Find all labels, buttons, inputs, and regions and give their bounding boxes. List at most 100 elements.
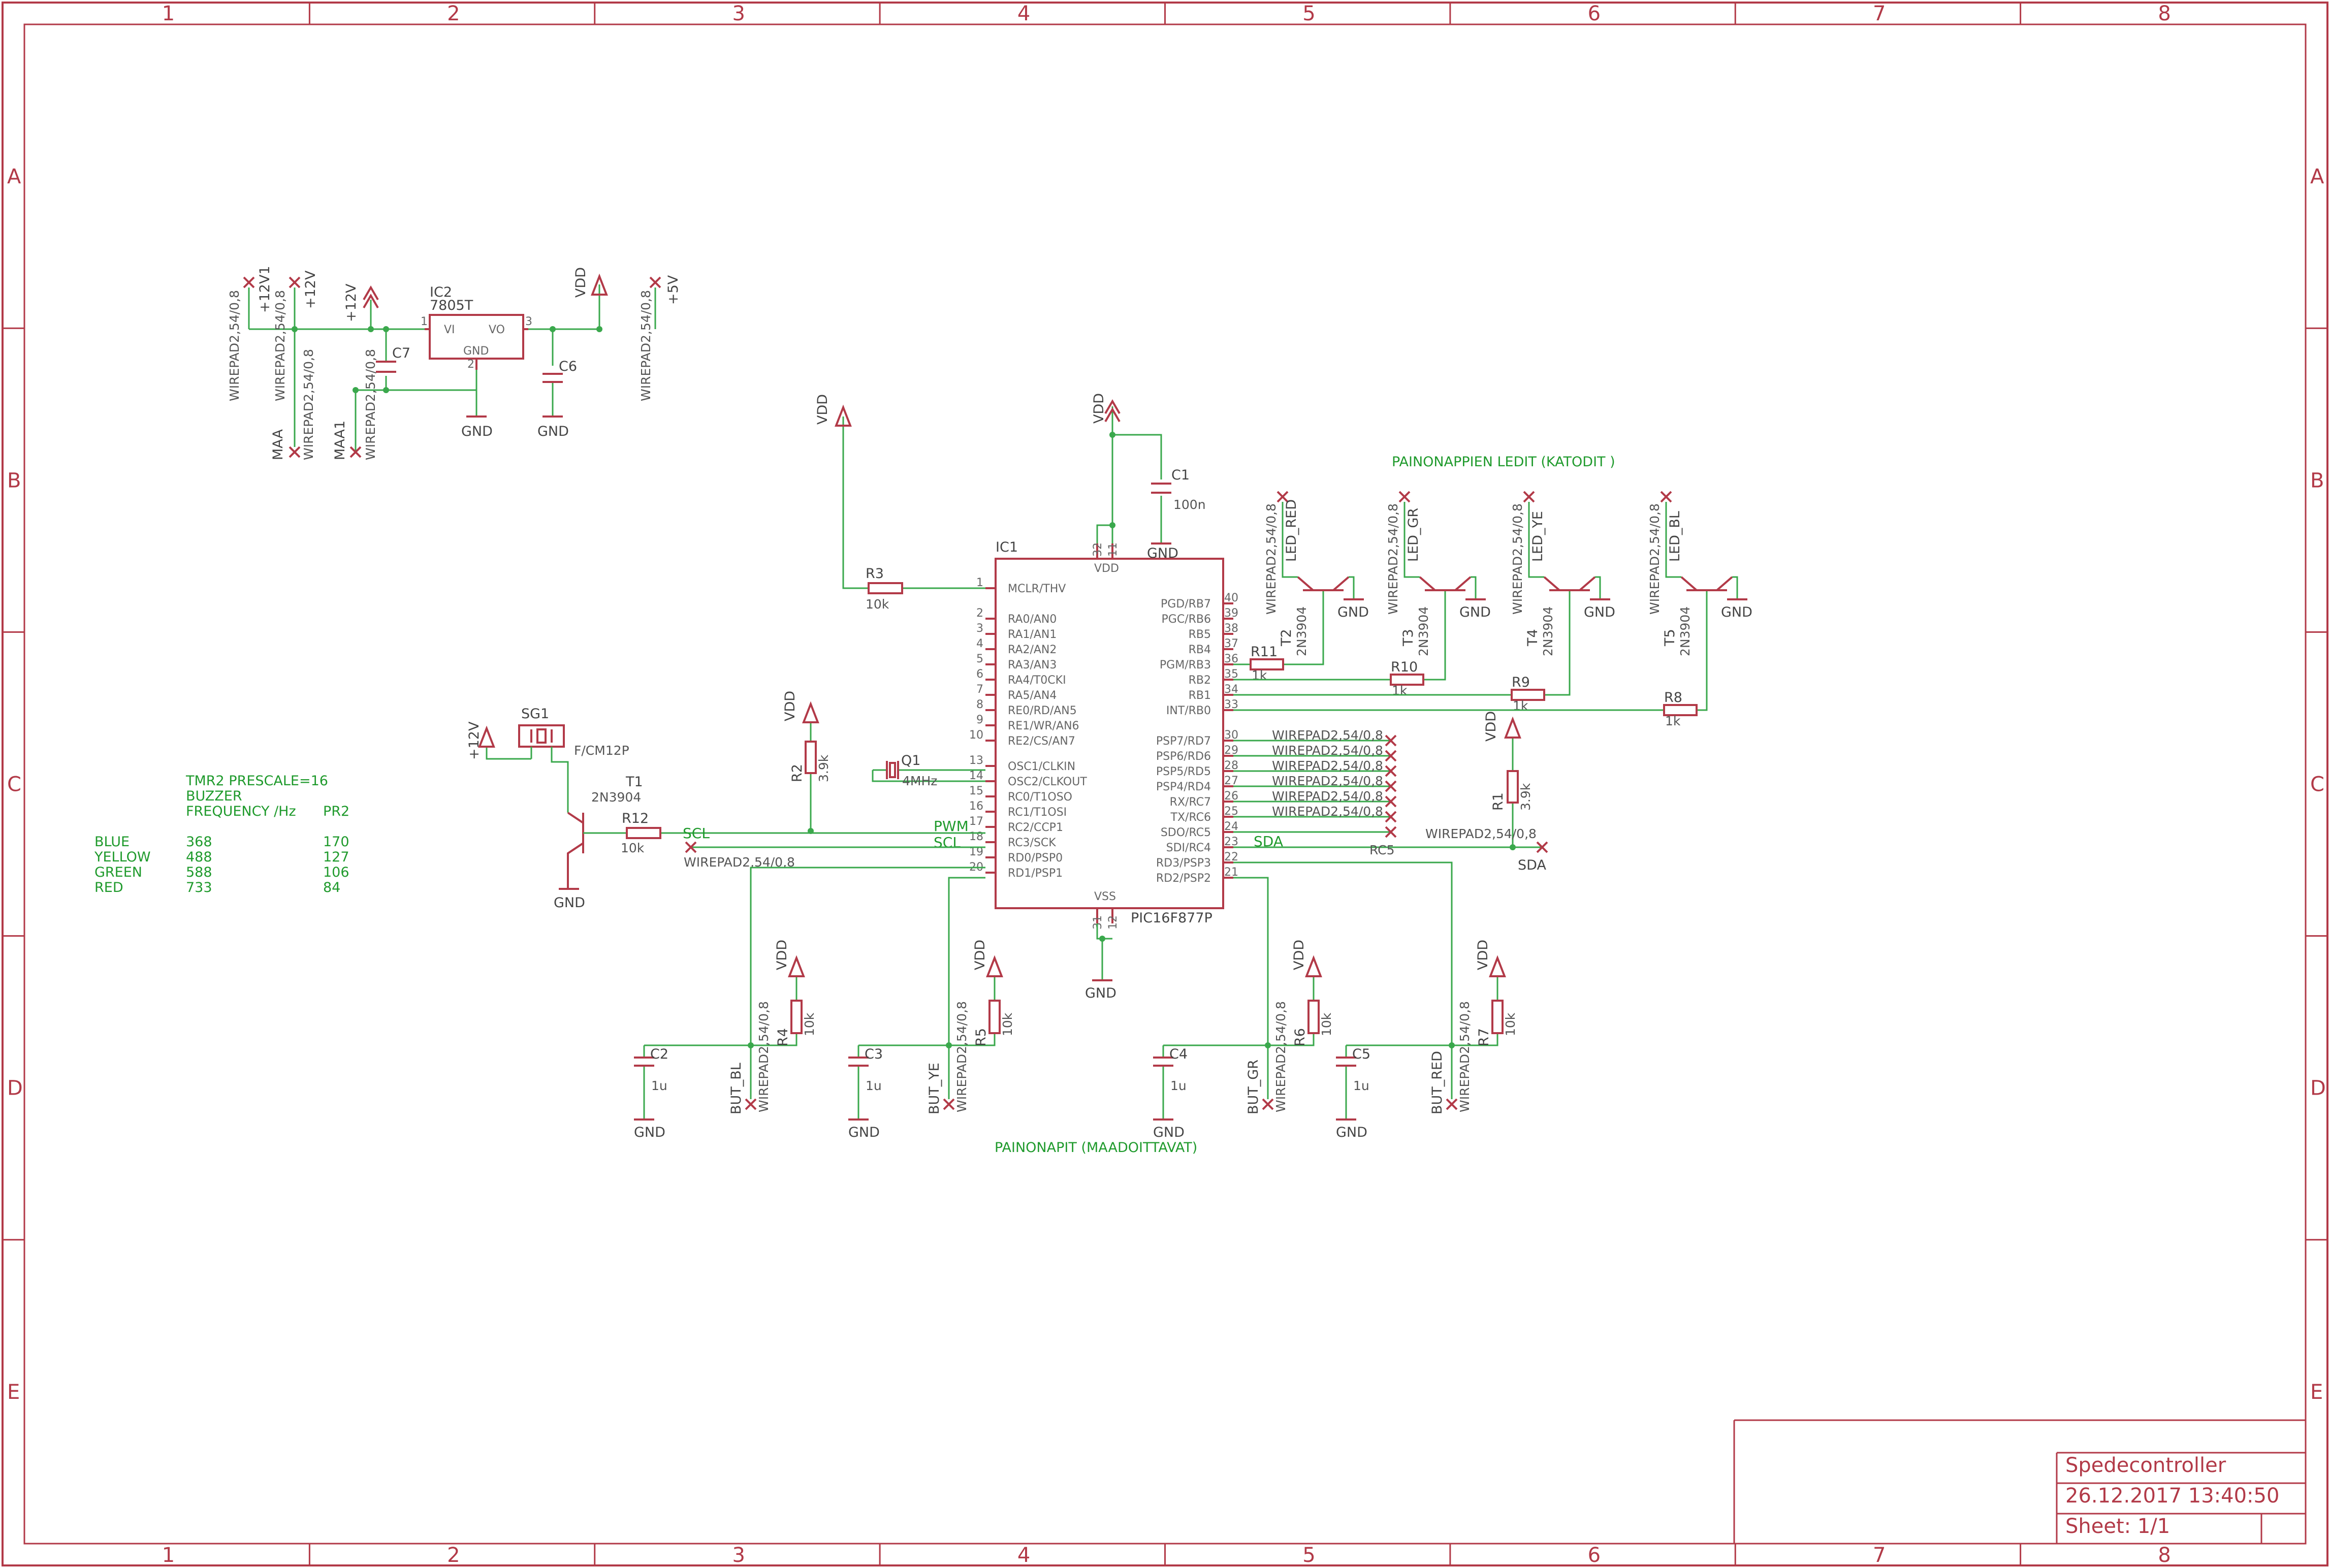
frame-col-top: 1 bbox=[162, 2, 175, 25]
c1-value: 100n bbox=[1173, 497, 1206, 512]
mcu-pin-label: MCLR/THV bbox=[1008, 583, 1066, 595]
button-cap-label: C3 bbox=[865, 1046, 883, 1062]
mcu-pin-label: SDI/RC4 bbox=[1166, 842, 1211, 854]
r12-label: R12 bbox=[622, 811, 649, 826]
frame-col-top: 7 bbox=[1873, 2, 1886, 25]
mcu-pin-label: RA5/AN4 bbox=[1008, 689, 1057, 702]
gnd-led: GND bbox=[1584, 604, 1615, 620]
mcu-pin-label: RE1/WR/AN6 bbox=[1008, 720, 1079, 732]
button-res-value: 10k bbox=[1319, 1012, 1334, 1036]
mcu-pin-label: RE0/RD/AN5 bbox=[1008, 705, 1077, 717]
mcu-pin-label: RC0/T1OSO bbox=[1008, 791, 1072, 804]
r2-value: 3.9k bbox=[816, 754, 831, 782]
button-cap-label: C4 bbox=[1169, 1046, 1188, 1062]
mcu-pin-label: RD0/PSP0 bbox=[1008, 852, 1063, 865]
button-res-label: R4 bbox=[775, 1028, 791, 1046]
mcu-pin-label: RB4 bbox=[1189, 644, 1211, 656]
note-pr2-col: PR2 bbox=[323, 804, 349, 819]
gnd-button: GND bbox=[634, 1125, 665, 1140]
decoupling-c1: VDD C1 100n GND GND bbox=[1085, 393, 1206, 1001]
frame-col-bottom: 8 bbox=[2158, 1544, 2171, 1567]
ic1-vss: VSS bbox=[1094, 890, 1116, 903]
mcu-pin-num: 23 bbox=[1224, 836, 1238, 848]
frame-row-right: E bbox=[2310, 1381, 2323, 1404]
ic2-gnd: GND bbox=[463, 345, 489, 358]
c1-label: C1 bbox=[1171, 467, 1190, 483]
button-res-value: 10k bbox=[802, 1012, 817, 1036]
mclr-pullup-r3: VDD R3 10k bbox=[815, 394, 985, 612]
mcu-pin-num: 1 bbox=[976, 577, 983, 589]
wirepad-button: WIREPAD2,54/0,8 bbox=[1273, 1001, 1288, 1112]
frame-col-bottom: 6 bbox=[1588, 1544, 1601, 1567]
mcu-right-pins: 40PGD/RB739PGC/RB638RB537RB436PGM/RB335R… bbox=[1156, 592, 1238, 885]
led-resistor-value: 1k bbox=[1392, 683, 1408, 698]
mcu-pin-label: RC1/T1OSI bbox=[1008, 806, 1067, 819]
mcu-pin-num: 36 bbox=[1224, 653, 1238, 665]
frame-col-bottom: 7 bbox=[1873, 1544, 1886, 1567]
mcu-pin-num: 5 bbox=[976, 653, 983, 665]
led-header: PAINONAPPIEN LEDIT (KATODIT ) bbox=[1392, 454, 1615, 470]
wirepad-button: WIREPAD2,54/0,8 bbox=[954, 1001, 969, 1112]
note-buzzer: BUZZER bbox=[186, 788, 242, 804]
vdd-button-label: VDD bbox=[1475, 940, 1491, 970]
ic2-name: IC2 bbox=[430, 284, 452, 300]
gnd-led: GND bbox=[1337, 604, 1369, 620]
frame-row-right: B bbox=[2310, 469, 2324, 492]
wirepad-5v: WIREPAD2,54/0,8 bbox=[639, 290, 653, 401]
wirepad-rd: WIREPAD2,54/0,8 bbox=[1272, 789, 1383, 804]
mcu-pin-num: 8 bbox=[976, 698, 983, 711]
mcu-pin-label: SDO/RC5 bbox=[1161, 826, 1211, 839]
r1-value: 3.9k bbox=[1518, 783, 1533, 811]
title-text: Spedecontroller bbox=[2065, 1454, 2226, 1477]
led-transistor-label: T5 bbox=[1662, 629, 1678, 647]
mcu-pin-label: RD2/PSP2 bbox=[1156, 872, 1211, 885]
wirepad-rd: WIREPAD2,54/0,8 bbox=[1272, 728, 1383, 743]
title-block: Spedecontroller 26.12.2017 13:40:50 Shee… bbox=[1733, 1419, 2306, 1544]
sg1-label: SG1 bbox=[521, 706, 549, 722]
buzzer-freq: 488 bbox=[186, 849, 212, 865]
led-net-label: LED_BL bbox=[1667, 511, 1683, 562]
mcu-pin-num: 28 bbox=[1224, 759, 1238, 772]
mcu-pin-num: 39 bbox=[1224, 607, 1238, 620]
mcu-pin-label: PSP7/RD7 bbox=[1156, 735, 1211, 748]
mcu-pin-label: RA4/T0CKI bbox=[1008, 674, 1066, 687]
buzzer-freq: 368 bbox=[186, 834, 212, 850]
mcu-pin-label: PSP4/RD4 bbox=[1156, 781, 1211, 793]
mcu-pin-num: 3 bbox=[976, 622, 983, 635]
c6-label: C6 bbox=[559, 359, 577, 374]
button-res-value: 10k bbox=[1503, 1012, 1518, 1036]
vdd-button-label: VDD bbox=[972, 940, 988, 970]
frame-row-left: A bbox=[7, 165, 21, 188]
mcu-pin-num: 37 bbox=[1224, 637, 1238, 650]
mcu-pin-label: RC3/SCK bbox=[1008, 837, 1056, 849]
mcu-pin-num: 38 bbox=[1224, 622, 1238, 635]
wirepad-led: WIREPAD2,54/0,8 bbox=[1264, 503, 1279, 615]
mcu-pin-num: 30 bbox=[1224, 729, 1238, 742]
sda-label: SDA bbox=[1518, 857, 1546, 873]
mcu-pin-num: 15 bbox=[969, 785, 983, 797]
frame-col-top: 4 bbox=[1017, 2, 1030, 25]
mcu-pin-label: RB1 bbox=[1189, 689, 1211, 702]
button-net-label: BUT_RED bbox=[1429, 1051, 1445, 1114]
led-resistor-label: R9 bbox=[1512, 675, 1530, 690]
gnd-led: GND bbox=[1459, 604, 1491, 620]
led-drivers: PAINONAPPIEN LEDIT (KATODIT ) R111kGNDWI… bbox=[1233, 454, 1752, 728]
button-inputs: PAINONAPIT (MAADOITTAVAT) C21uGNDR410kVD… bbox=[634, 861, 1518, 1156]
plus12v-buzzer-label: +12V bbox=[466, 721, 482, 760]
mcu-pin-num: 10 bbox=[969, 729, 983, 742]
pwm-net: PWM bbox=[934, 818, 969, 835]
ic2-pin3: 3 bbox=[525, 315, 532, 328]
mcu-pin-label: PGD/RB7 bbox=[1161, 598, 1211, 611]
sg1-part: F/CM12P bbox=[574, 743, 629, 758]
button-res-label: R5 bbox=[973, 1028, 989, 1046]
power-supply-section: IC2 7805T VI VO GND 1 2 3 C7 C6 GND GND … bbox=[227, 266, 681, 460]
mcu-pin-num: 40 bbox=[1224, 592, 1238, 604]
q1-label: Q1 bbox=[901, 753, 920, 769]
plus12v1-label: +12V1 bbox=[257, 266, 273, 313]
frame-col-top: 6 bbox=[1588, 2, 1601, 25]
frame-col-top: 5 bbox=[1302, 2, 1315, 25]
led-resistor-label: R10 bbox=[1391, 659, 1418, 675]
r12-value: 10k bbox=[621, 841, 645, 855]
led-resistor-value: 1k bbox=[1665, 714, 1681, 728]
